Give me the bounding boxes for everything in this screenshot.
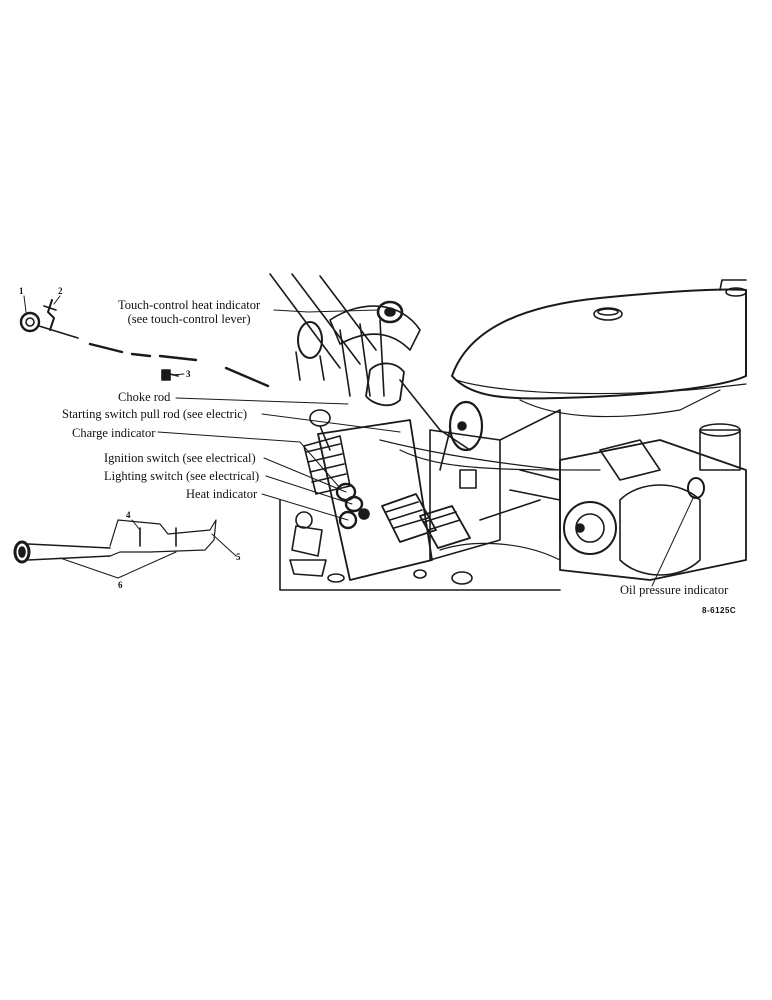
transmission-housing — [280, 410, 560, 590]
callout-starting-switch-pull-rod: Starting switch pull rod (see electric) — [62, 407, 248, 421]
touch-control-quadrant — [296, 302, 420, 405]
callout-leaders — [158, 310, 694, 586]
part-number-leaders — [24, 296, 236, 578]
part-2-clip — [44, 300, 56, 330]
steering-column — [270, 274, 470, 450]
callout-charge-indicator: Charge indicator — [72, 426, 156, 440]
part-number-2: 2 — [58, 286, 63, 296]
engine-block — [480, 424, 746, 580]
part-number-6: 6 — [118, 580, 123, 590]
figure-code: 8-6125C — [702, 606, 737, 615]
callout-touch-control-heat-indicator-title: Touch-control heat indicator — [118, 298, 261, 312]
callout-ignition-switch: Ignition switch (see electrical) — [104, 451, 256, 465]
fuel-tank — [452, 280, 746, 398]
callout-choke-rod: Choke rod — [118, 390, 171, 404]
callout-heat-indicator: Heat indicator — [186, 487, 258, 501]
part-number-3: 3 — [186, 369, 191, 379]
callout-oil-pressure-indicator: Oil pressure indicator — [620, 583, 729, 597]
wiring — [380, 390, 720, 560]
part-4-5-6-tube — [15, 520, 216, 562]
part-number-4: 4 — [126, 510, 131, 520]
callout-touch-control-heat-indicator-note: (see touch-control lever) — [127, 312, 251, 326]
choke-rod-segments — [90, 344, 268, 386]
dash-panel — [304, 420, 432, 580]
shift-lever — [290, 512, 326, 576]
callout-touch-control-heat-indicator: Touch-control heat indicator (see touch-… — [118, 298, 260, 326]
part-1-dipstick-ring — [21, 313, 78, 338]
callout-lighting-switch: Lighting switch (see electrical) — [104, 469, 260, 483]
clutch-knob — [310, 410, 330, 450]
brake-pedals — [382, 494, 470, 548]
part-number-5: 5 — [236, 552, 241, 562]
part-number-1: 1 — [19, 286, 24, 296]
